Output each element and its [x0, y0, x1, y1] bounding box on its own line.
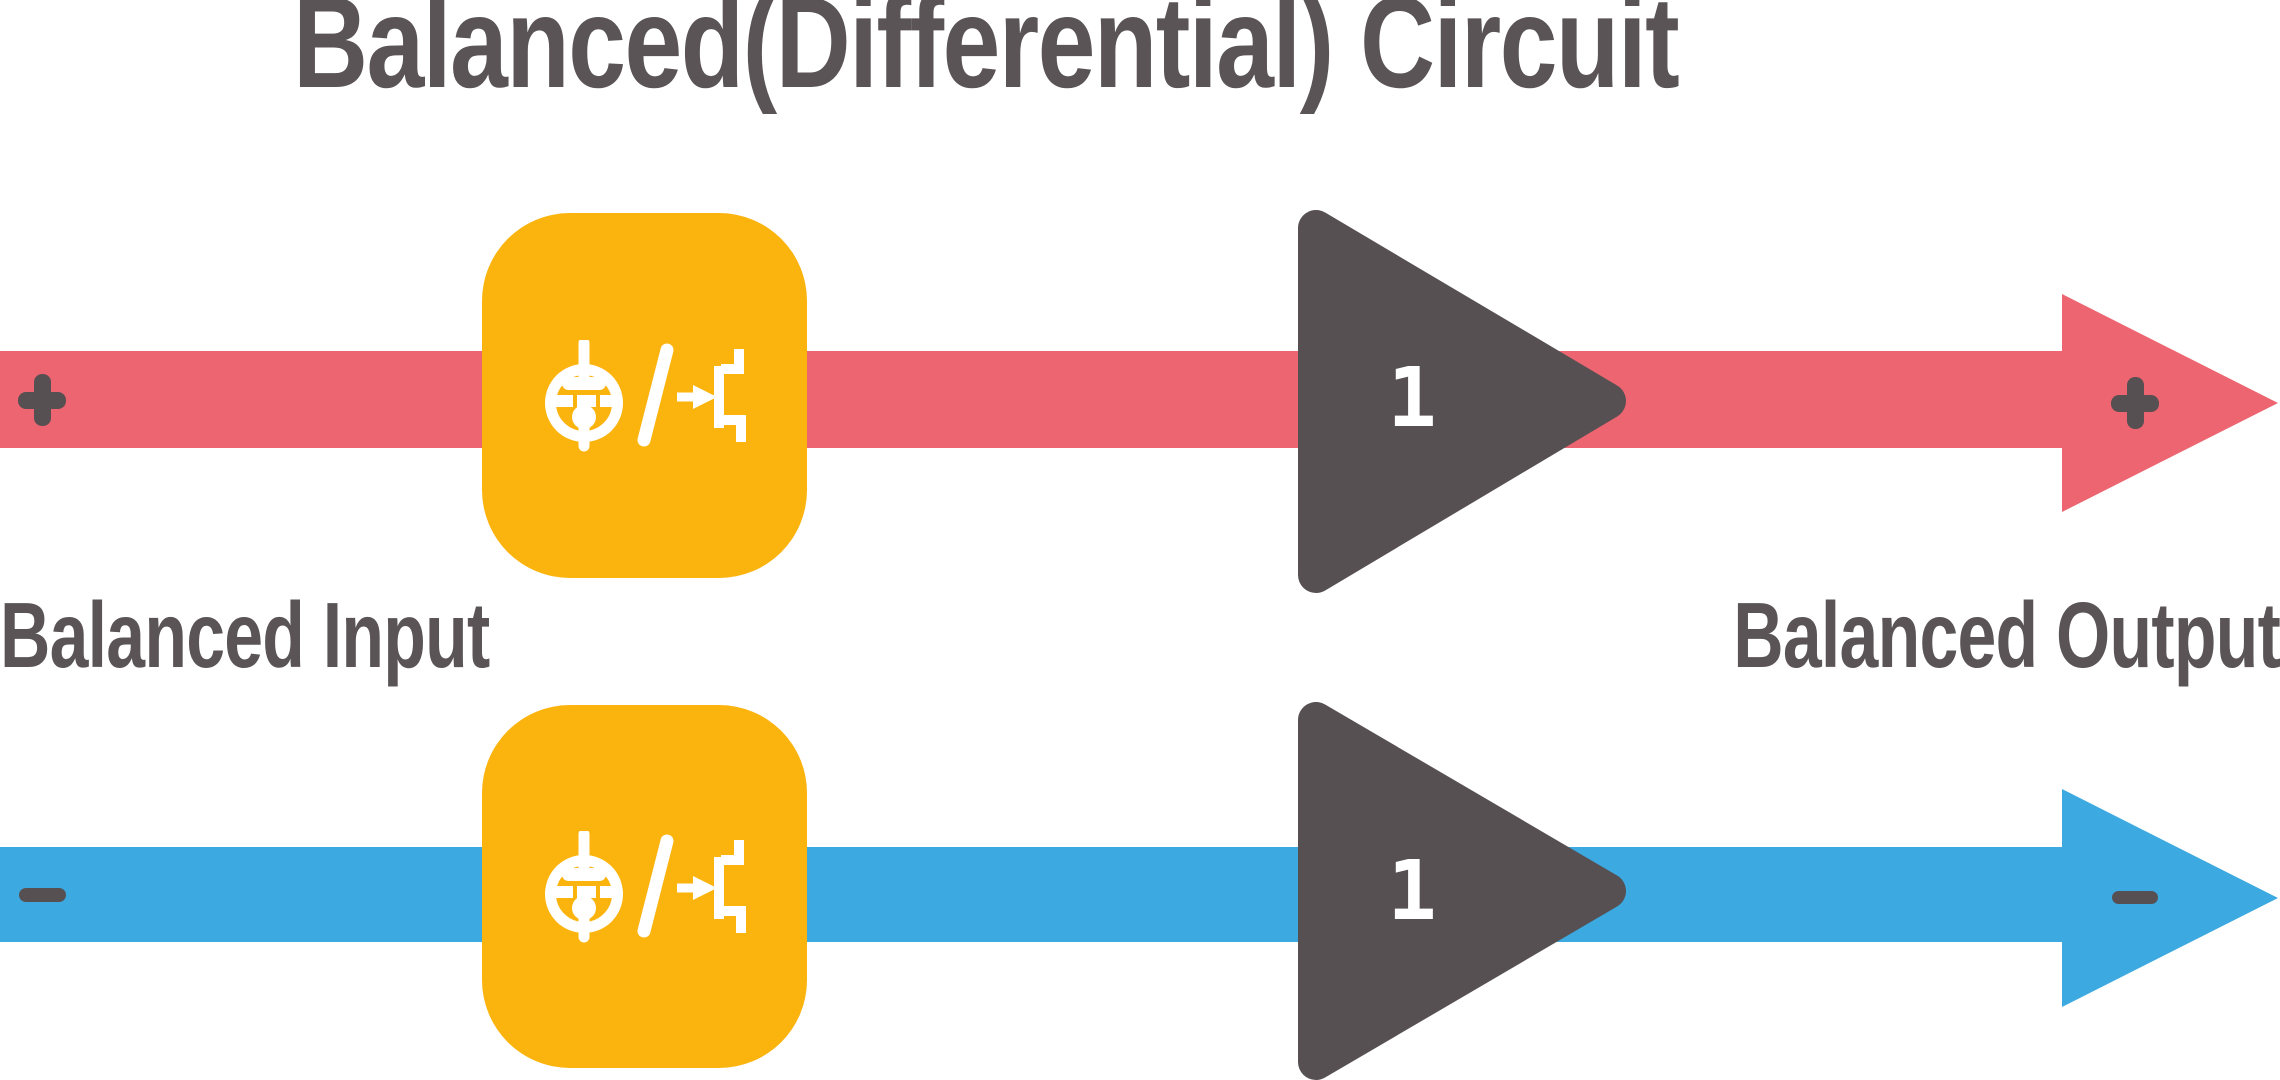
balanced-input-label: Balanced Input	[0, 583, 490, 687]
negative-output-arrow-icon	[2062, 789, 2278, 1007]
fet-icon	[676, 839, 746, 933]
negative-signal-bar	[0, 847, 2070, 942]
amplifier-triangle-positive	[1298, 210, 1626, 593]
tube-icon	[544, 339, 623, 451]
tube-slash-fet-icon	[544, 830, 746, 942]
positive-output-arrow-icon	[2062, 294, 2278, 512]
tube-slash-fet-icon	[544, 339, 746, 451]
converter-box-positive	[482, 213, 807, 578]
minus-icon	[2112, 891, 2158, 904]
diagram-title: Balanced(Differential) Circuit	[293, 0, 1680, 115]
positive-signal-bar	[0, 351, 2070, 448]
tube-icon	[544, 830, 623, 942]
balanced-output-label: Balanced Output	[1733, 583, 2280, 687]
plus-icon	[18, 374, 66, 426]
amplifier-gain-label: 1	[1387, 844, 1437, 939]
slash-icon	[637, 834, 673, 937]
plus-icon	[2111, 377, 2159, 429]
fet-icon	[676, 348, 746, 442]
converter-box-negative	[482, 705, 807, 1068]
minus-icon	[19, 888, 66, 902]
slash-icon	[637, 343, 673, 446]
amplifier-triangle-negative	[1298, 702, 1626, 1080]
amplifier-gain-label: 1	[1387, 351, 1437, 446]
